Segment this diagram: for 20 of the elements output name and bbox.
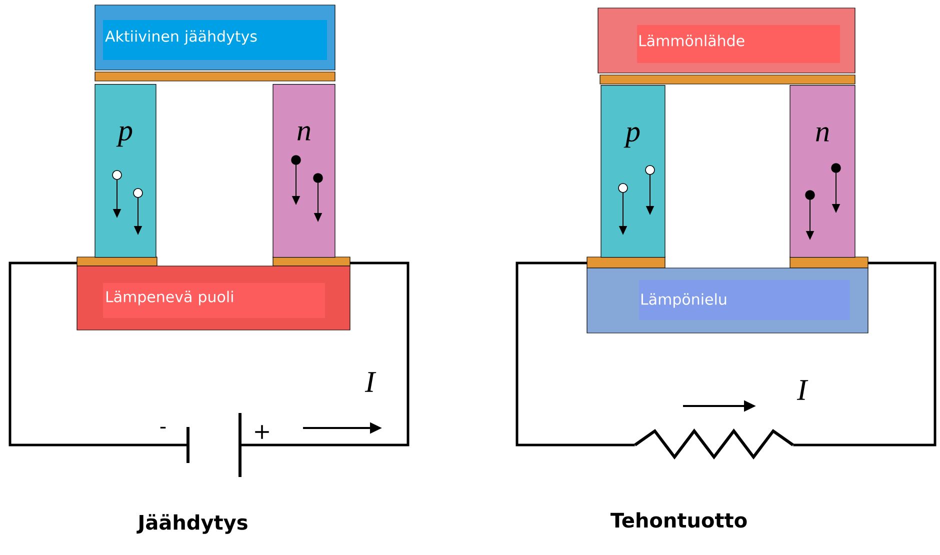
n-leg: n [272,84,336,258]
resistor-symbol [634,428,794,460]
cooling-plate: Aktiivinen jäähdytys [94,4,336,70]
current-label: I [796,380,808,400]
battery-symbol [186,413,242,477]
current-label: I [364,372,376,392]
heat-sink-plate: Lämpönielu [586,268,868,334]
sign-label: + [255,425,269,439]
panel-title: Jäähdytys [136,514,248,534]
wire [516,262,635,446]
heating-plate: Lämpenevä puoli [76,266,350,330]
wire [8,262,188,446]
p-leg: p [94,84,156,258]
panel-title: Tehontuotto [610,512,747,528]
wire [793,262,936,446]
sign-label: - [160,426,166,428]
n-leg: n [790,85,856,258]
wire [240,262,410,446]
heat-source-plate: Lämmönlähde [598,8,856,74]
p-leg: p [600,85,666,258]
